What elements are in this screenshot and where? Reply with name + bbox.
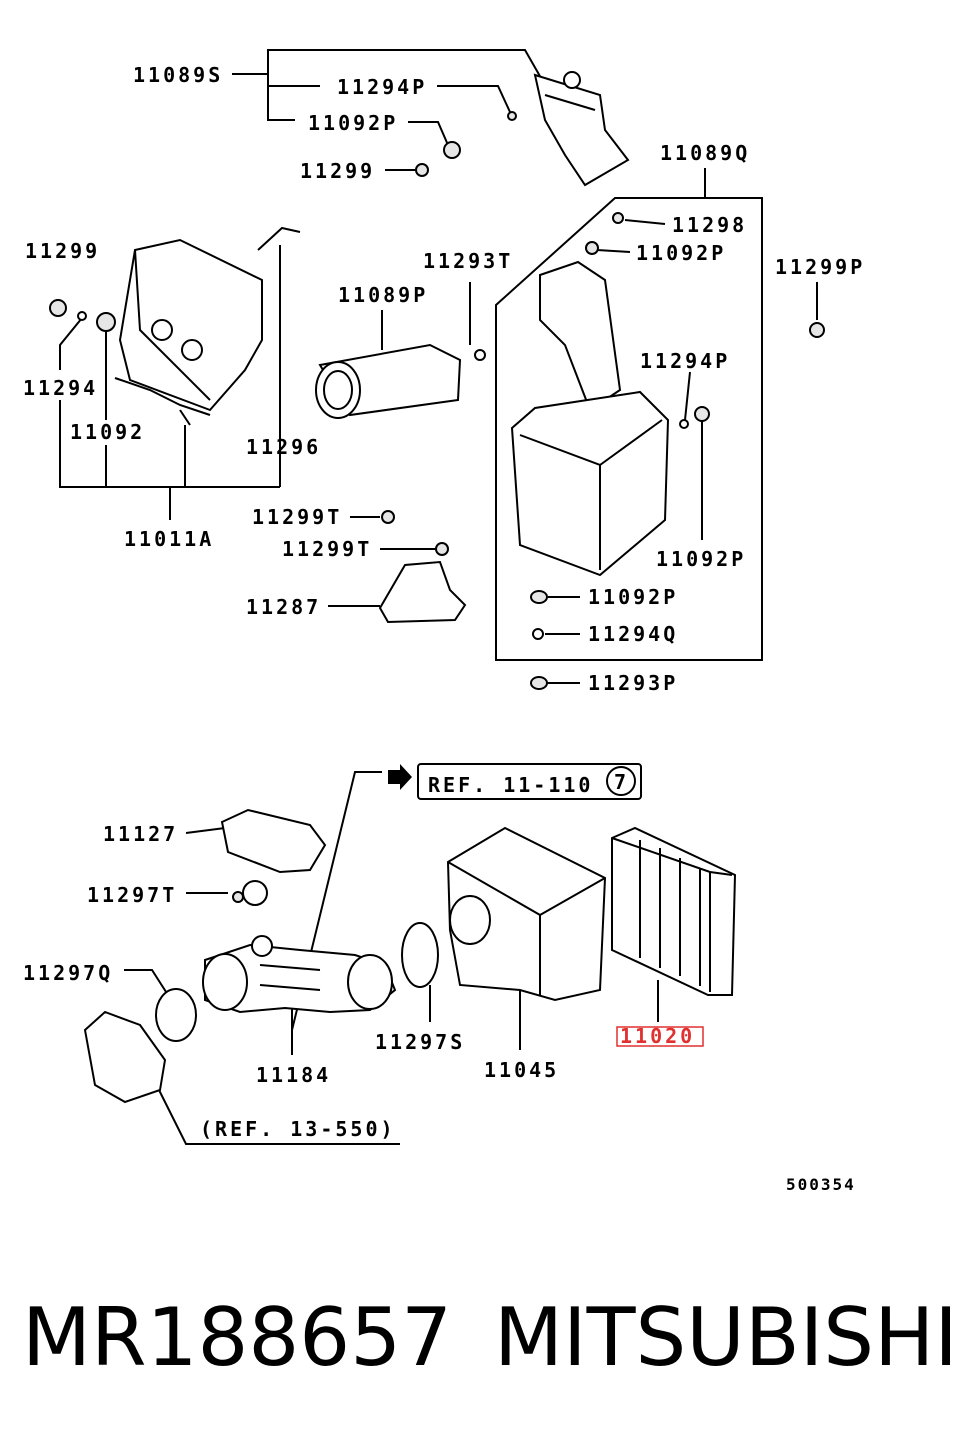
label-11092P-c: 11092P [656, 547, 746, 571]
nut-11092P [530, 590, 548, 604]
ref-circle [606, 766, 636, 796]
clamp-11297S [401, 922, 439, 988]
label-11293T: 11293T [423, 249, 513, 273]
label-11089Q: 11089Q [660, 141, 750, 165]
label-11089S: 11089S [133, 63, 223, 87]
label-11298: 11298 [672, 213, 747, 237]
label-11299-a: 11299 [300, 159, 375, 183]
filter-element-11020 [611, 826, 737, 996]
label-11299P: 11299P [775, 255, 865, 279]
grommet-11092P [443, 141, 461, 159]
label-11294Q: 11294Q [588, 622, 678, 646]
leader-lines-top [59, 49, 818, 684]
air-cleaner-assembly [510, 390, 670, 577]
part-number: MR188657 [22, 1291, 452, 1384]
grommet-11092P-c [694, 406, 710, 422]
diagram-number: 500354 [786, 1175, 856, 1194]
bolt-11298 [612, 212, 624, 224]
label-11287: 11287 [246, 595, 321, 619]
label-11020: 11020 [620, 1024, 695, 1048]
parts-top [49, 71, 825, 690]
grommet-11092 [96, 312, 116, 332]
label-11092P-a: 11092P [308, 111, 398, 135]
ref-label-13-550: (REF. 13-550) [200, 1117, 396, 1141]
duct-11089Q [539, 260, 622, 412]
ref-label-11-110: REF. 11-110 [428, 773, 593, 797]
labels-top: 11089S 11294P 11092P 11299 11089Q 11298 … [23, 63, 865, 695]
label-11296: 11296 [246, 435, 321, 459]
label-11092: 11092 [70, 420, 145, 444]
label-11011A: 11011A [124, 527, 214, 551]
clip-11294 [77, 311, 87, 321]
clip-11294P [507, 111, 517, 121]
case-11011A [118, 238, 263, 412]
label-11293P: 11293P [588, 671, 678, 695]
clip-11294P-b [679, 419, 689, 429]
label-11184: 11184 [256, 1063, 331, 1087]
grommet-11092P-b [585, 241, 599, 255]
caption: MR188657 MITSUBISHI [22, 1291, 958, 1384]
bolt-11299T-b [435, 542, 449, 556]
case-11045 [446, 826, 607, 1002]
label-11299T-b: 11299T [282, 537, 372, 561]
bracket-11287 [378, 560, 467, 624]
label-11045: 11045 [484, 1058, 559, 1082]
leader-lines-bottom [124, 764, 659, 1145]
label-11294: 11294 [23, 376, 98, 400]
clamp-11296 [257, 226, 301, 251]
intake-duct-11089S [533, 73, 630, 187]
bolt-11299T-a [381, 510, 395, 524]
labels-bottom: REF. 11-110 7 11127 11297T 11297Q 11184 … [23, 770, 856, 1194]
brand-name: MITSUBISHI [494, 1291, 958, 1384]
clamp-11297T [242, 880, 268, 906]
label-11089P: 11089P [338, 283, 428, 307]
clip-11294Q [532, 628, 544, 640]
label-11092P-b: 11092P [636, 241, 726, 265]
clip-11293T [474, 349, 486, 361]
highlight-box-11020 [616, 1026, 704, 1047]
label-11297Q: 11297Q [23, 961, 113, 985]
throttle-body [83, 1010, 167, 1104]
ref-arrow-icon [388, 764, 412, 790]
label-11299-b: 11299 [25, 239, 100, 263]
bolt-11299 [415, 163, 429, 177]
nut-11293P [530, 676, 548, 690]
label-11294P-a: 11294P [337, 75, 427, 99]
ref-label-number: 7 [614, 770, 629, 794]
label-11297S: 11297S [375, 1030, 465, 1054]
clamp-11297Q [155, 988, 197, 1042]
parts-bottom [83, 763, 737, 1104]
label-11294P-b: 11294P [640, 349, 730, 373]
bolt-11299P [809, 322, 825, 338]
label-11092P-d: 11092P [588, 585, 678, 609]
cover-11127 [220, 808, 327, 874]
bolt-11299-left [49, 299, 67, 317]
label-11127: 11127 [103, 822, 178, 846]
label-11297T: 11297T [87, 883, 177, 907]
label-11299T-a: 11299T [252, 505, 342, 529]
ref-box-11-110 [417, 763, 642, 800]
